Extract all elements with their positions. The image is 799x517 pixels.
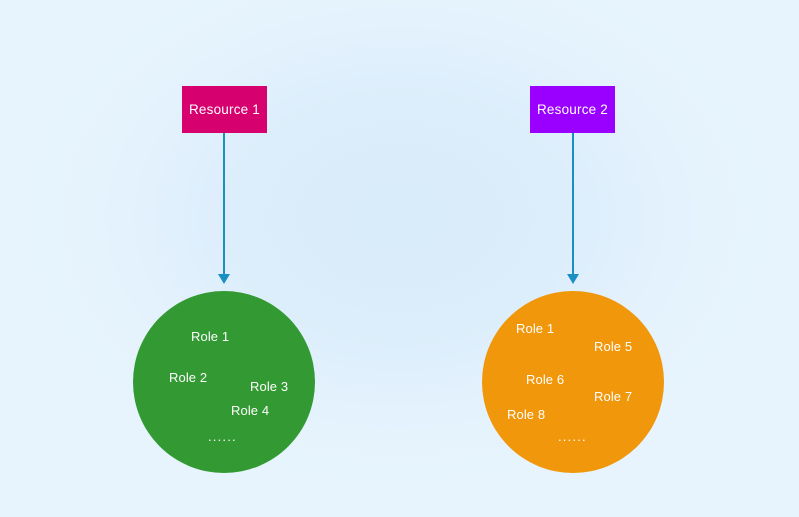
role-label: Role 2 [169,370,208,385]
arrow-head-icon-1 [218,274,230,284]
role-ellipsis: ...... [558,429,587,444]
resource-box-1[interactable]: Resource 1 [182,86,267,133]
role-label: Role 1 [516,321,555,336]
resource-box-2[interactable]: Resource 2 [530,86,615,133]
role-label: Role 5 [594,339,633,354]
role-label: Role 6 [526,372,565,387]
resource-box-2-label: Resource 2 [536,102,609,117]
arrow-head-icon-2 [567,274,579,284]
role-label: Role 7 [594,389,633,404]
role-circle-2[interactable]: Role 1 Role 5 Role 6 Role 7 Role 8 .....… [482,291,664,473]
role-label: Role 8 [507,407,546,422]
role-label: Role 1 [191,329,230,344]
resource-box-1-label: Resource 1 [188,102,261,117]
role-label: Role 4 [231,403,270,418]
role-label: Role 3 [250,379,289,394]
arrow-line-2 [572,133,574,275]
arrow-line-1 [223,133,225,275]
role-ellipsis: ...... [208,429,237,444]
role-circle-1[interactable]: Role 1 Role 2 Role 3 Role 4 ...... [133,291,315,473]
